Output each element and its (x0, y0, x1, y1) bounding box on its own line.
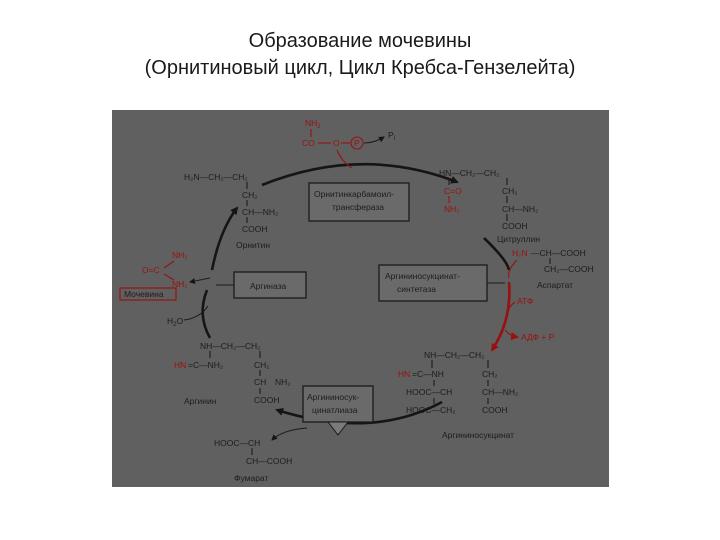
urea-bond-2 (163, 273, 175, 281)
urea-release-arrow (189, 277, 211, 284)
cycle-arc-left-upper (210, 206, 239, 271)
urea-highlight-box (119, 287, 177, 301)
adp-release-arrow (504, 329, 519, 341)
cp-o: O (333, 138, 340, 148)
urea-cycle-diagram: NH2 CO O P Pi H₂N—CH₂—CH₂ CH₂ CH—NH₂ COO… (112, 110, 609, 487)
as-row3-b: CH—NH₂ (482, 387, 518, 397)
argininosuccinate-label: Аргининосукцинат (442, 430, 514, 440)
cycle-arc-right-upper (483, 237, 511, 271)
arg-row3-nh2: NH₂ (275, 377, 291, 387)
cp-nh2: NH2 (305, 118, 321, 130)
fumarate-release-arrow-icon (326, 421, 350, 436)
cp-p: P (354, 138, 360, 148)
fumarate-arrow (271, 427, 308, 441)
water-label: H2O (167, 316, 183, 328)
as-row2-ch2: CH₂ (482, 369, 498, 379)
cit-row3: NH₂ (444, 204, 460, 214)
citrulline: HN—CH₂—CH₂ C=O CH₂ NH₂ CH—NH₂ COOH Цитру… (439, 168, 540, 244)
urea-cycle-svg: NH2 CO O P Pi H₂N—CH₂—CH₂ CH₂ CH—NH₂ COO… (119, 118, 594, 483)
arg-row2-ch2: CH₂ (254, 360, 270, 370)
adp-p-label: АДФ + Р (521, 332, 555, 342)
as-row1: NH—CH₂—CH₂ (424, 350, 484, 360)
enzyme-asl-line1: Аргининосук- (307, 392, 359, 402)
cit-row4: CH₂ (502, 186, 518, 196)
as-row2-c: =C—NH (412, 369, 444, 379)
aspartate-label: Аспартат (537, 280, 573, 290)
enzyme-otc-line1: Орнитинкарбамоил- (314, 189, 394, 199)
aspartate-entry-arrow (508, 259, 518, 279)
asp-row1-amine: H₂N (512, 248, 528, 258)
enzyme-box-arginase (233, 271, 307, 299)
enzyme-box-ass (378, 264, 488, 302)
urea: NH₂ O=C NH₂ Мочевина (119, 250, 211, 301)
as-row4-b: COOH (482, 405, 508, 415)
cycle-arc-bottom (275, 400, 443, 425)
cit-row1: HN—CH₂—CH₂ (439, 168, 499, 178)
arg-row4: COOH (254, 395, 280, 405)
cit-row6: COOH (502, 221, 528, 231)
arg-row3-ch: CH (254, 377, 266, 387)
urea-nh2-bot: NH₂ (172, 279, 188, 289)
slide-title: Образование мочевины (Орнитиновый цикл, … (0, 28, 720, 82)
urea-nh2-top: NH₂ (172, 250, 188, 260)
atp-entry-arrow (507, 301, 516, 316)
carbamoyl-phosphate: NH2 CO O P Pi (302, 118, 395, 169)
citrulline-label: Цитруллин (497, 234, 540, 244)
orn-row3: CH—NH₂ (242, 207, 278, 217)
cit-row2: C=O (444, 186, 462, 196)
pi-release-arrow (363, 136, 385, 144)
cycle-arc-right-lower (490, 281, 511, 352)
atp-label: АТФ (517, 296, 533, 306)
orn-row1: H₂N—CH₂—CH₂ (184, 172, 248, 182)
enzyme-asl-line2: цинатлиаза (312, 405, 358, 415)
title-line-2: (Орнитиновый цикл, Цикл Кребса-Гензелейт… (144, 57, 576, 79)
fum-row1: HOOC—CH (214, 438, 260, 448)
cycle-arc-top (261, 162, 459, 187)
water-entry-arrow (183, 305, 209, 321)
enzyme-ass-line2: синтетаза (397, 284, 436, 294)
phosphate-circle-icon (350, 136, 364, 150)
urea-bond-1 (163, 260, 175, 269)
cycle-arc-left-lower (201, 289, 212, 339)
ornithine: H₂N—CH₂—CH₂ CH₂ CH—NH₂ COOH Орнитин (184, 172, 278, 250)
enzyme-ass-line1: Аргининосукцинат- (385, 271, 460, 281)
as-row2-hn: HN (398, 369, 410, 379)
urea-oc: O=C (142, 265, 160, 275)
ornithine-label: Орнитин (236, 240, 270, 250)
as-row3-a: HOOC—CH (406, 387, 452, 397)
aspartate: H₂N —CH—COOH CH₂—COOH Аспартат (508, 248, 594, 290)
asp-row2: CH₂—COOH (544, 264, 594, 274)
arginine-label: Аргинин (184, 396, 217, 406)
pi-label: Pi (388, 130, 395, 142)
orn-row4: COOH (242, 224, 268, 234)
fumarate: HOOC—CH CH—COOH Фумарат (214, 427, 308, 483)
enzyme-otc-line2: трансфераза (332, 202, 384, 212)
arg-row1: NH—CH₂—CH₂ (200, 341, 260, 351)
title-line-1: Образование мочевины (248, 30, 472, 52)
cit-row5: CH—NH₂ (502, 204, 538, 214)
argininosuccinate: NH—CH₂—CH₂ HN =C—NH CH₂ HOOC—CH CH—NH₂ H… (398, 350, 518, 440)
arginine: NH—CH₂—CH₂ HN =C—NH₂ CH₂ CH NH₂ COOH Арг… (174, 341, 291, 406)
enzyme-box-otc (308, 182, 410, 222)
cp-co: CO (302, 138, 315, 148)
fumarate-label: Фумарат (234, 473, 268, 483)
urea-label: Мочевина (124, 289, 164, 299)
fum-row2: CH—COOH (246, 456, 292, 466)
orn-row2: CH₂ (242, 190, 258, 200)
cp-entry-arrow (336, 149, 353, 169)
asp-row1-rest: —CH—COOH (531, 248, 586, 258)
as-row4-a: HOOC—CH₂ (406, 405, 456, 415)
arg-row2-c: =C—NH₂ (188, 360, 223, 370)
arg-row2-hn: HN (174, 360, 186, 370)
enzyme-arginase-label: Аргиназа (250, 281, 286, 291)
